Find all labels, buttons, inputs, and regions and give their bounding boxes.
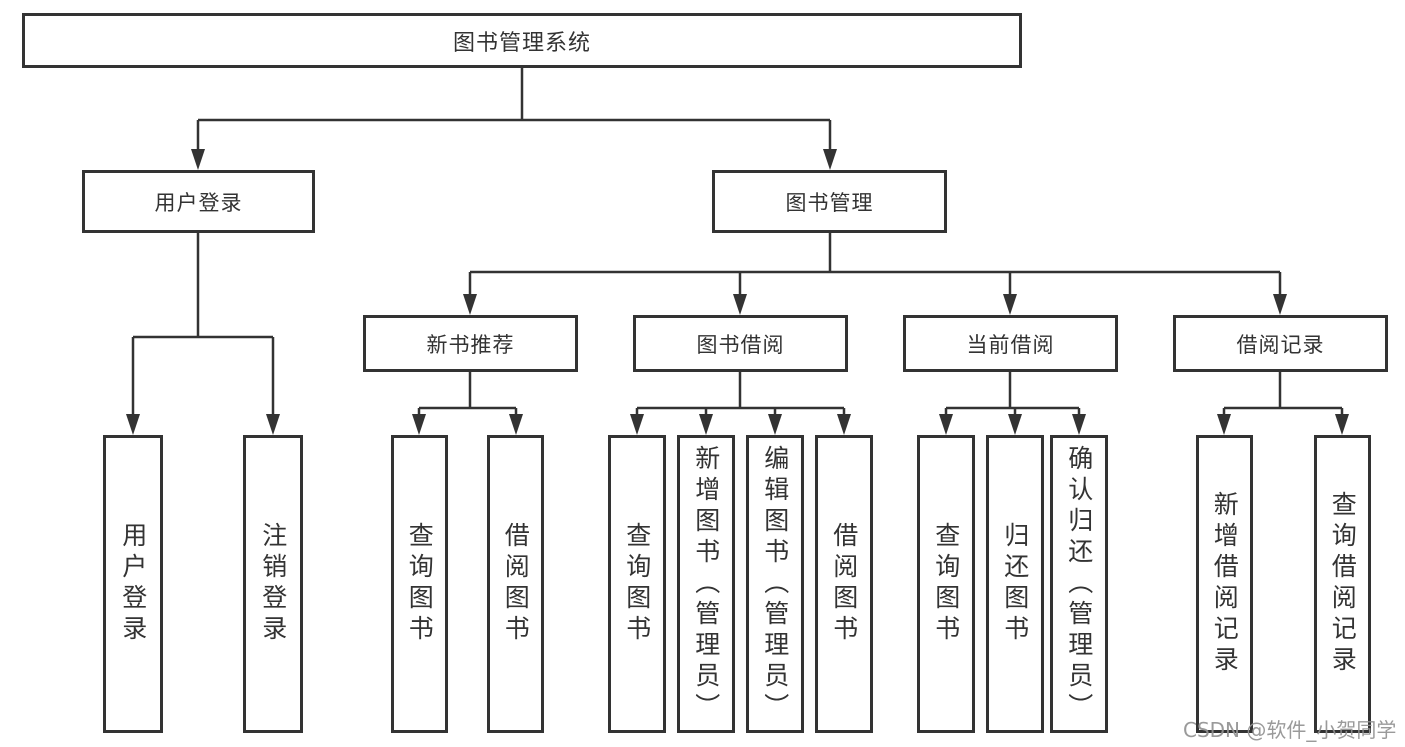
node-label: 借阅记录 bbox=[1236, 332, 1325, 357]
node-label: 用户登录 bbox=[118, 522, 148, 646]
leaf-query-borrow-record: 查询借阅记录 bbox=[1314, 435, 1371, 733]
connector-new-book bbox=[412, 372, 523, 435]
node-label: 借阅图书 bbox=[501, 522, 531, 646]
leaf-logout: 注销登录 bbox=[243, 435, 303, 733]
connector-user-login bbox=[126, 233, 280, 435]
node-label: 确认归还（管理员） bbox=[1064, 444, 1094, 724]
node-book-borrow: 图书借阅 bbox=[633, 315, 848, 372]
leaf-query-books: 查询图书 bbox=[391, 435, 448, 733]
connector-book-management bbox=[463, 233, 1287, 315]
node-label: 查询图书 bbox=[405, 522, 435, 646]
arrowhead-icon bbox=[823, 149, 837, 170]
node-label: 注销登录 bbox=[258, 522, 288, 646]
node-label: 用户登录 bbox=[154, 190, 243, 215]
arrowhead-icon bbox=[1008, 414, 1022, 435]
arrowhead-icon bbox=[509, 414, 523, 435]
leaf-add-borrow-record: 新增借阅记录 bbox=[1196, 435, 1253, 733]
node-label: 图书管理系统 bbox=[452, 30, 591, 56]
node-label: 新书推荐 bbox=[426, 332, 515, 357]
arrowhead-icon bbox=[1003, 294, 1017, 315]
node-label: 新增借阅记录 bbox=[1210, 491, 1240, 677]
arrowhead-icon bbox=[412, 414, 426, 435]
arrowhead-icon bbox=[126, 414, 140, 435]
leaf-add-books-admin: 新增图书（管理员） bbox=[677, 435, 735, 733]
leaf-user-login: 用户登录 bbox=[103, 435, 163, 733]
leaf-confirm-return-admin: 确认归还（管理员） bbox=[1050, 435, 1108, 733]
node-label: 借阅图书 bbox=[829, 522, 859, 646]
leaf-query-books: 查询图书 bbox=[608, 435, 666, 733]
arrowhead-icon bbox=[1217, 414, 1231, 435]
arrowhead-icon bbox=[266, 414, 280, 435]
arrowhead-icon bbox=[1335, 414, 1349, 435]
arrowhead-icon bbox=[699, 414, 713, 435]
arrowhead-icon bbox=[1072, 414, 1086, 435]
node-label: 图书借阅 bbox=[696, 332, 785, 357]
leaf-edit-books-admin: 编辑图书（管理员） bbox=[746, 435, 804, 733]
node-label: 编辑图书（管理员） bbox=[760, 444, 790, 724]
arrowhead-icon bbox=[463, 294, 477, 315]
arrowhead-icon bbox=[1273, 294, 1287, 315]
node-new-book-recommend: 新书推荐 bbox=[363, 315, 578, 372]
csdn-watermark: CSDN @软件_小贺同学 bbox=[1183, 718, 1397, 742]
leaf-borrow-books: 借阅图书 bbox=[815, 435, 873, 733]
node-current-borrow: 当前借阅 bbox=[903, 315, 1118, 372]
arrowhead-icon bbox=[939, 414, 953, 435]
node-label: 查询图书 bbox=[931, 522, 961, 646]
node-root: 图书管理系统 bbox=[22, 13, 1022, 68]
arrowhead-icon bbox=[191, 149, 205, 170]
arrowhead-icon bbox=[630, 414, 644, 435]
leaf-borrow-books: 借阅图书 bbox=[487, 435, 544, 733]
node-label: 归还图书 bbox=[1000, 522, 1030, 646]
connector-book-borrow bbox=[630, 372, 851, 435]
node-borrow-record: 借阅记录 bbox=[1173, 315, 1388, 372]
connector-root bbox=[191, 68, 837, 170]
arrowhead-icon bbox=[768, 414, 782, 435]
node-user-login: 用户登录 bbox=[82, 170, 315, 233]
node-book-management: 图书管理 bbox=[712, 170, 947, 233]
node-label: 新增图书（管理员） bbox=[691, 444, 721, 724]
connector-borrow-record bbox=[1217, 372, 1349, 435]
arrowhead-icon bbox=[733, 294, 747, 315]
node-label: 图书管理 bbox=[785, 190, 874, 215]
node-label: 查询图书 bbox=[622, 522, 652, 646]
connector-current-borrow bbox=[939, 372, 1086, 435]
leaf-return-books: 归还图书 bbox=[986, 435, 1044, 733]
node-label: 当前借阅 bbox=[966, 332, 1055, 357]
node-label: 查询借阅记录 bbox=[1328, 491, 1358, 677]
leaf-query-books: 查询图书 bbox=[917, 435, 975, 733]
arrowhead-icon bbox=[837, 414, 851, 435]
